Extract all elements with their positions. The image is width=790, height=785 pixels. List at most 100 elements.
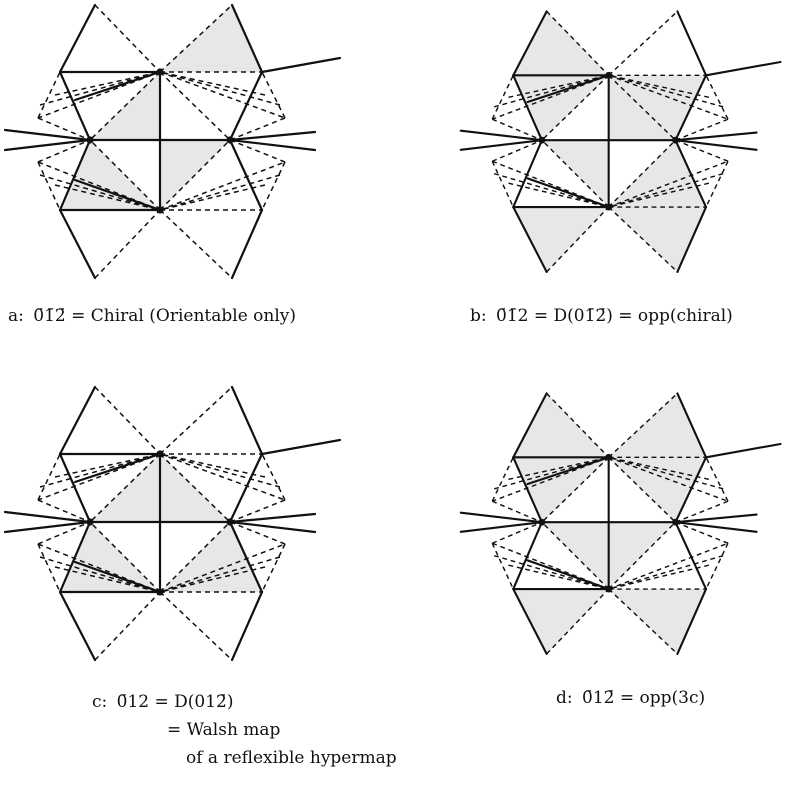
caption-letter: d: bbox=[556, 688, 573, 708]
solid-edge bbox=[58, 138, 92, 212]
dashed-edge bbox=[541, 139, 610, 208]
dashed-edge bbox=[705, 160, 729, 208]
dashed-edge bbox=[491, 521, 543, 544]
dashed-edge bbox=[94, 4, 161, 73]
caption-letter: a: bbox=[8, 306, 24, 326]
dashed-edge bbox=[159, 453, 281, 488]
solid-edge bbox=[676, 587, 708, 655]
dashed-edge bbox=[675, 521, 729, 544]
solid-edge bbox=[230, 3, 264, 74]
solid-edge bbox=[58, 70, 92, 142]
dashed-edge bbox=[89, 71, 161, 141]
solid-edge bbox=[704, 442, 782, 459]
dashed-edge bbox=[608, 74, 724, 108]
solid-edge bbox=[58, 385, 97, 456]
dashed-edge bbox=[491, 139, 543, 162]
solid-edge bbox=[459, 139, 543, 151]
solid-edge bbox=[512, 205, 548, 273]
caption-d: d: 0̄12̄ = opp(3c) bbox=[556, 688, 705, 708]
solid-edge bbox=[228, 130, 317, 142]
dashed-edge bbox=[229, 117, 286, 141]
solid-edge bbox=[512, 521, 543, 591]
solid-edge bbox=[3, 520, 92, 534]
dashed-edge bbox=[608, 554, 724, 590]
solid-edge bbox=[73, 560, 162, 594]
solid-edge bbox=[459, 521, 543, 533]
dashed-edge bbox=[159, 161, 286, 211]
hypermap-diagram-a bbox=[3, 3, 342, 280]
caption-c: c: 0̄12 = D(012̄) = Walsh map of a refle… bbox=[92, 688, 397, 772]
solid-edge bbox=[3, 510, 92, 524]
dashed-edge bbox=[675, 118, 729, 141]
dashed-edge bbox=[491, 118, 543, 141]
dashed-edge bbox=[229, 139, 286, 163]
solid-edge bbox=[526, 74, 610, 104]
dashed-edge bbox=[94, 591, 161, 661]
dashed-edge bbox=[159, 453, 231, 523]
vertex-node bbox=[156, 206, 164, 214]
caption-formula: 0̄12 = D(012̄) bbox=[116, 692, 234, 712]
dashed-edge bbox=[159, 71, 281, 106]
dashed-edge bbox=[608, 206, 678, 273]
solid-edge bbox=[58, 452, 92, 524]
dashed-edge bbox=[159, 556, 281, 593]
dashed-edge bbox=[608, 542, 729, 590]
caption-line-1: = Walsh map bbox=[167, 720, 281, 740]
dashed-edge bbox=[159, 174, 281, 211]
solid-edge bbox=[676, 205, 708, 273]
solid-edge bbox=[704, 60, 782, 77]
diagram-panel-c bbox=[0, 382, 350, 672]
dashed-edge bbox=[159, 543, 286, 593]
dashed-edge bbox=[159, 209, 233, 279]
shaded-face bbox=[513, 589, 609, 654]
dashed-edge bbox=[37, 499, 91, 523]
vertex-node bbox=[156, 68, 164, 76]
solid-edge bbox=[260, 56, 342, 74]
solid-edge bbox=[73, 452, 162, 484]
dashed-edge bbox=[675, 139, 729, 162]
dashed-edge bbox=[546, 10, 610, 76]
solid-edge bbox=[230, 590, 264, 662]
vertex-node bbox=[86, 136, 94, 144]
vertex-node bbox=[226, 136, 234, 144]
hypermap-diagram-c bbox=[3, 385, 342, 662]
vertex-node bbox=[605, 71, 613, 79]
solid-edge bbox=[228, 138, 264, 212]
dashed-edge bbox=[89, 139, 161, 211]
dashed-edge bbox=[608, 74, 676, 141]
solid-edge bbox=[58, 208, 97, 280]
dashed-edge bbox=[261, 543, 286, 593]
solid-edge bbox=[73, 178, 162, 212]
solid-edge bbox=[512, 587, 548, 655]
dashed-edge bbox=[541, 456, 610, 523]
vertex-node bbox=[605, 203, 613, 211]
dashed-edge bbox=[159, 4, 233, 73]
dashed-edge bbox=[261, 161, 286, 211]
diagram-panel-b bbox=[456, 0, 790, 290]
dashed-edge bbox=[94, 386, 161, 455]
diagram-panel-a bbox=[0, 0, 350, 290]
caption-formula: 0̄1̄2 = D(01̄2̄) = opp(chiral) bbox=[496, 306, 733, 326]
vertex-node bbox=[605, 453, 613, 461]
dashed-edge bbox=[608, 456, 676, 523]
dashed-edge bbox=[608, 139, 676, 208]
dashed-edge bbox=[705, 542, 729, 590]
dashed-edge bbox=[229, 499, 286, 523]
solid-edge bbox=[674, 521, 708, 591]
solid-edge bbox=[512, 74, 543, 142]
dashed-edge bbox=[159, 453, 286, 501]
dashed-edge bbox=[675, 500, 729, 523]
dashed-edge bbox=[94, 209, 161, 279]
dashed-edge bbox=[89, 453, 161, 523]
vertex-node bbox=[156, 450, 164, 458]
solid-edge bbox=[230, 208, 264, 280]
vertex-node bbox=[156, 588, 164, 596]
shaded-face bbox=[160, 5, 262, 72]
dashed-edge bbox=[37, 139, 91, 163]
dashed-edge bbox=[159, 591, 233, 661]
vertex-node bbox=[538, 136, 546, 144]
dashed-edge bbox=[37, 521, 91, 545]
dashed-edge bbox=[491, 500, 543, 523]
dashed-edge bbox=[608, 521, 676, 590]
vertex-node bbox=[226, 518, 234, 526]
